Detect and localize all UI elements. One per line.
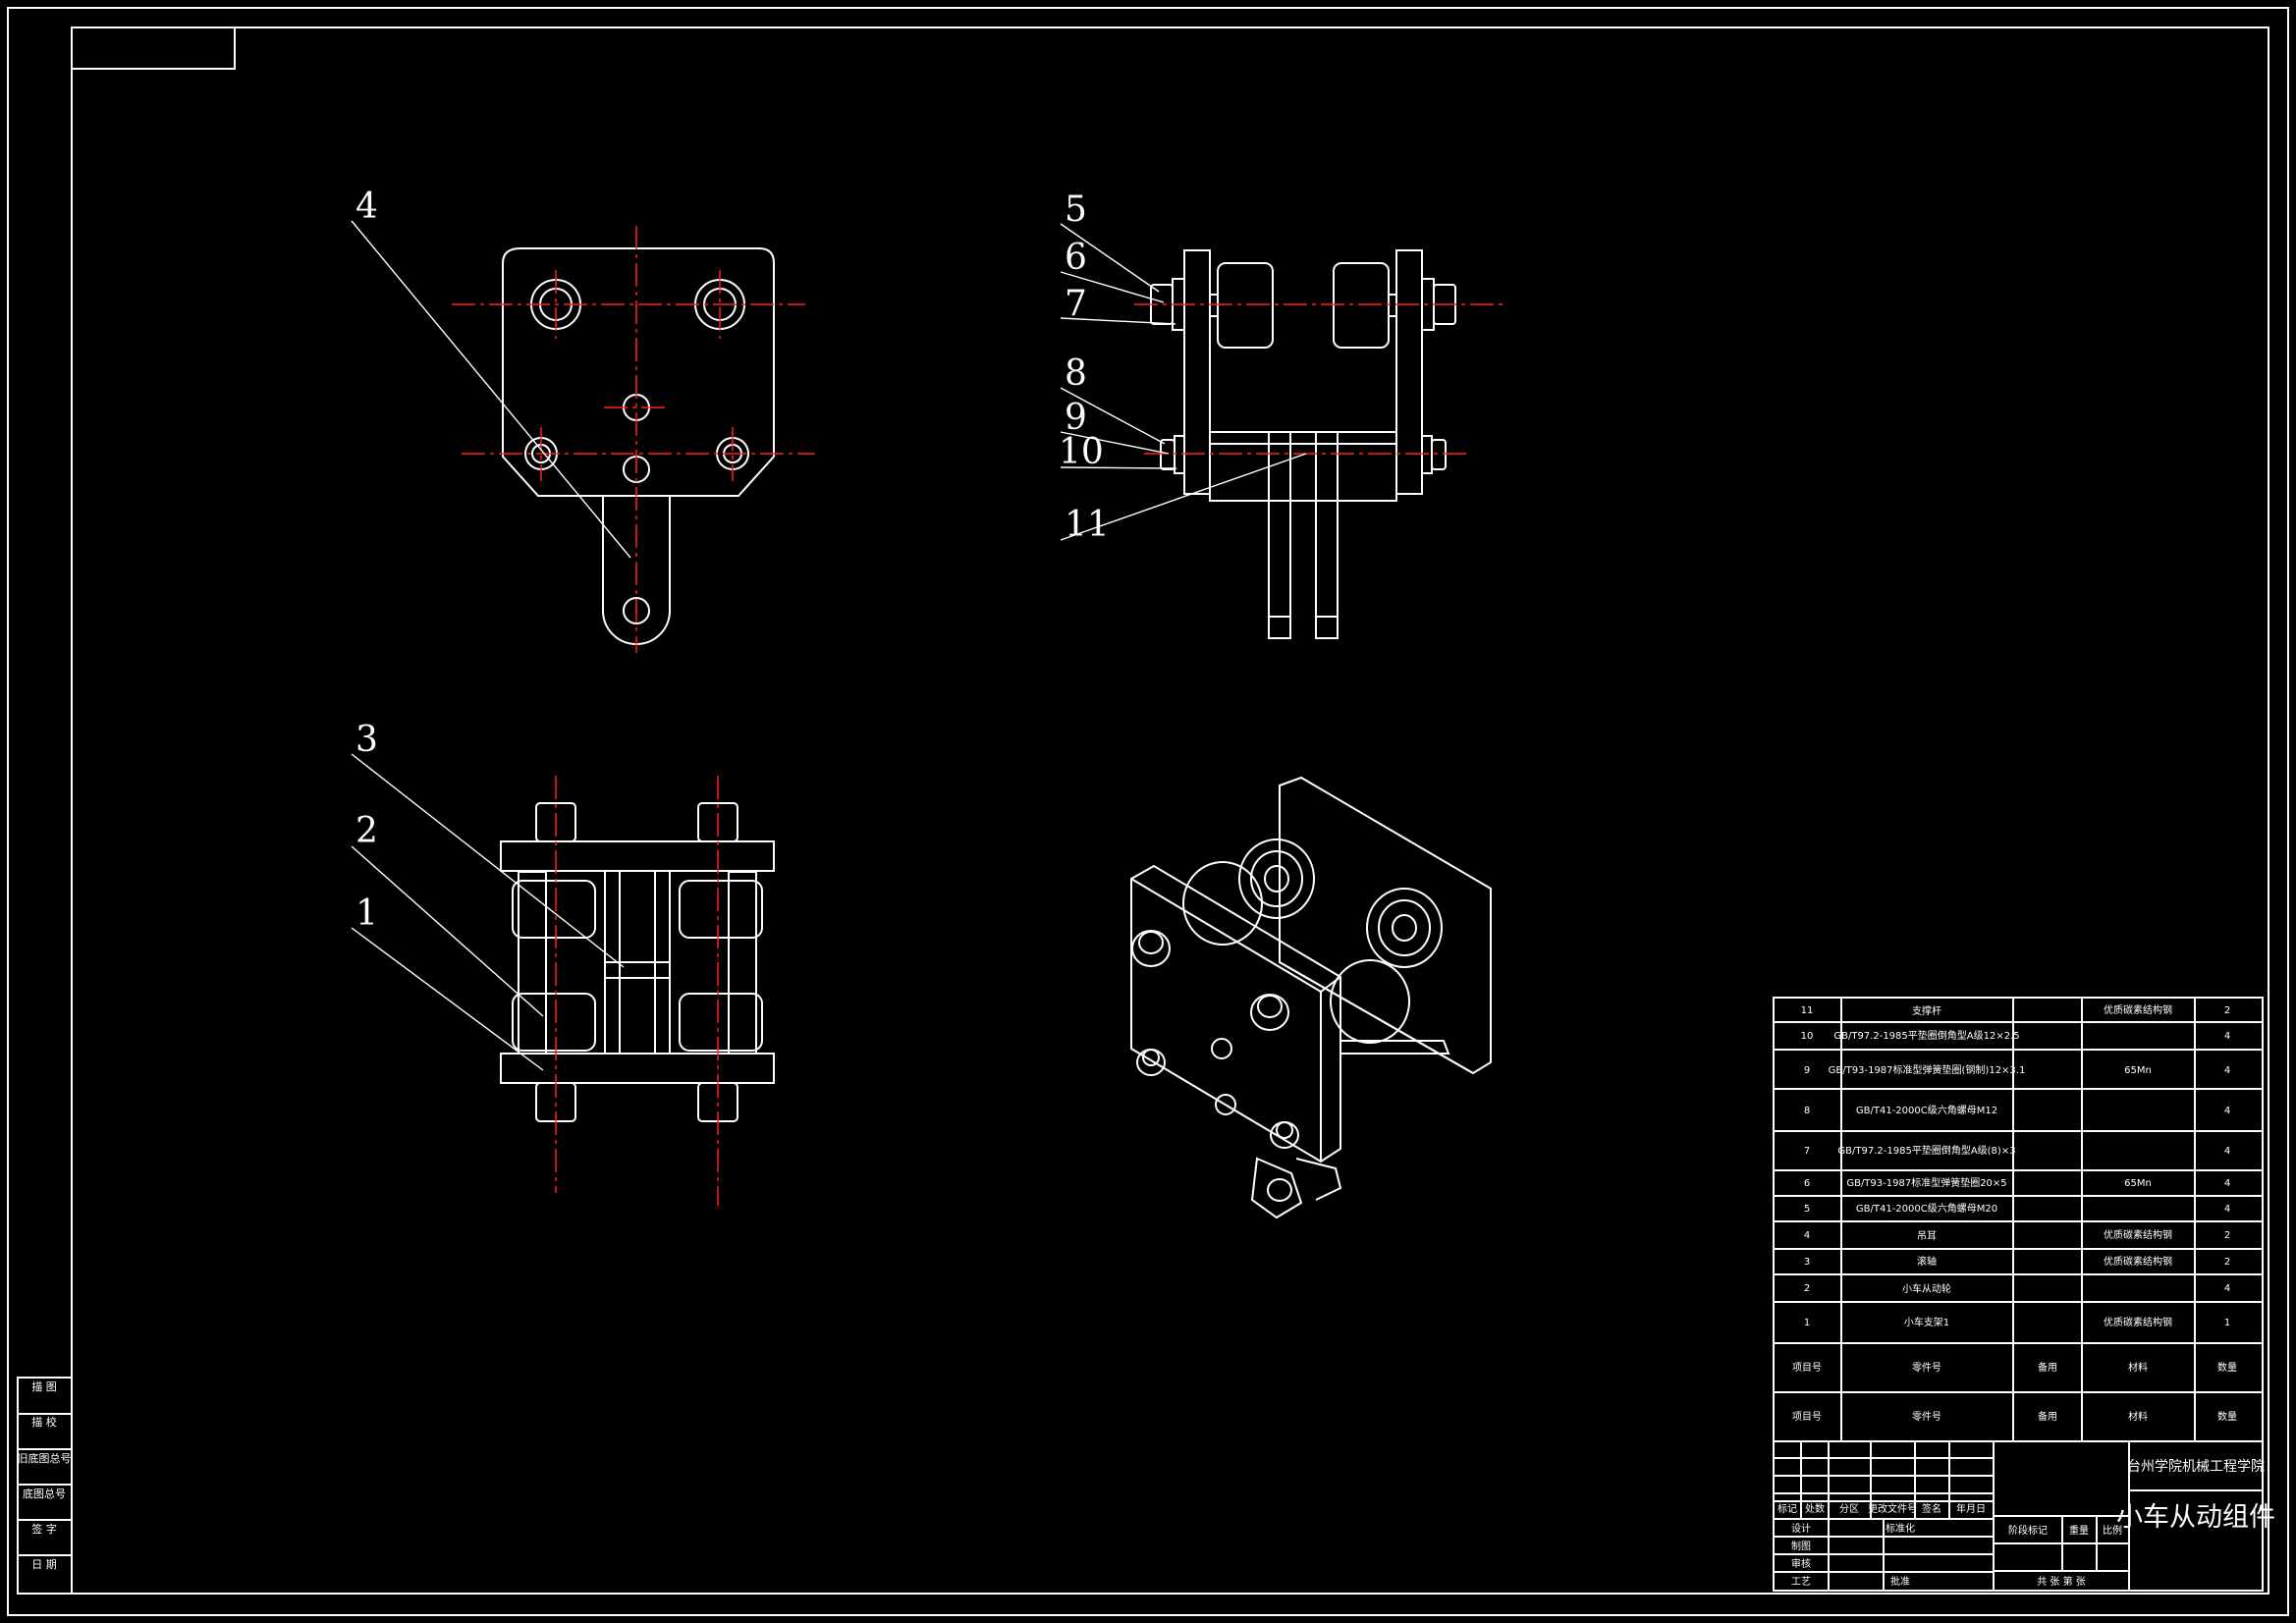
title-block: 标记 处数 分区 更改文件号 签名 年月日 设计 制图 审核 工艺 标准化 批准… <box>1773 1440 2275 1592</box>
role-label: 工艺 <box>1791 1576 1811 1588</box>
callout-11: 11 <box>1065 505 1110 545</box>
bom-no: 2 <box>1804 1283 1810 1294</box>
bom-name: GB/T93-1987标准型弹簧垫圈(钢制)12×3.1 <box>1829 1063 2026 1076</box>
callout-leaders <box>351 220 1307 1071</box>
bom-header-qty: 数量 <box>2217 1361 2237 1374</box>
stamp-label: 描 校 <box>31 1415 57 1429</box>
bom-name: 小车支架1 <box>1904 1316 1949 1328</box>
bom-header-no: 项目号 <box>1792 1411 1822 1423</box>
bom-qty: 1 <box>2224 1318 2230 1328</box>
side-stamp: 描 图 描 校 旧底图总号 底图总号 签 字 日 期 <box>17 1377 73 1595</box>
bom-material: 65Mn <box>2124 1065 2152 1076</box>
bom-no: 7 <box>1804 1146 1810 1157</box>
bom-header-note: 备用 <box>2038 1410 2057 1423</box>
stage-label: 重量 <box>2069 1524 2089 1537</box>
stamp-label: 底图总号 <box>23 1487 66 1500</box>
bom-qty: 4 <box>2224 1283 2230 1294</box>
bom-qty: 4 <box>2224 1065 2230 1076</box>
callout-8: 8 <box>1065 353 1087 394</box>
stamp-label: 旧底图总号 <box>18 1451 72 1465</box>
bom-name: GB/T41-2000C级六角螺母M12 <box>1856 1105 1997 1116</box>
revision-label: 年月日 <box>1956 1502 1986 1515</box>
bom-material: 优质碳素结构钢 <box>2104 1316 2172 1328</box>
role-label: 批准 <box>1890 1575 1910 1588</box>
bom-no: 9 <box>1804 1065 1810 1076</box>
revision-label: 标记 <box>1777 1503 1797 1515</box>
bom-header-note: 备用 <box>2038 1361 2057 1374</box>
bom-name: GB/T97.2-1985平垫圈倒角型A级12×2.5 <box>1833 1029 2019 1042</box>
bom-no: 10 <box>1801 1031 1814 1042</box>
stamp-label: 日 期 <box>31 1558 57 1571</box>
callout-3: 3 <box>355 720 378 760</box>
bom-no: 1 <box>1804 1318 1810 1328</box>
bom-qty: 2 <box>2224 1257 2230 1268</box>
bom-header-material: 材料 <box>2128 1410 2148 1423</box>
stamp-label: 签 字 <box>31 1522 57 1536</box>
role-label: 制图 <box>1791 1540 1811 1552</box>
bom-material: 优质碳素结构钢 <box>2104 1255 2172 1268</box>
bom-no: 6 <box>1804 1178 1810 1189</box>
bom-material: 65Mn <box>2124 1178 2152 1189</box>
callout-10: 10 <box>1059 432 1104 472</box>
role-label: 设计 <box>1791 1522 1811 1535</box>
role-label: 审核 <box>1791 1557 1811 1570</box>
bom-qty: 4 <box>2224 1204 2230 1215</box>
drawing-frame <box>7 7 2289 1616</box>
bom-header-name: 零件号 <box>1912 1362 1941 1374</box>
stage-label: 比例 <box>2103 1524 2122 1537</box>
bom-no: 11 <box>1801 1005 1814 1016</box>
bom-header-qty: 数量 <box>2217 1410 2237 1423</box>
callout-4: 4 <box>355 187 378 227</box>
bill-of-materials: 11 支撑杆 优质碳素结构钢 2 10 GB/T97.2-1985平垫圈倒角型A… <box>1773 997 2264 1442</box>
callout-6: 6 <box>1065 238 1087 278</box>
bom-no: 3 <box>1804 1257 1810 1268</box>
bom-name: GB/T41-2000C级六角螺母M20 <box>1856 1203 1997 1215</box>
bom-name: 滚轴 <box>1917 1255 1937 1268</box>
top-view <box>500 776 775 1206</box>
school-name: 台州学院机械工程学院 <box>2127 1459 2265 1475</box>
revision-label: 处数 <box>1805 1502 1825 1515</box>
isometric-view <box>1130 776 1492 1219</box>
bom-qty: 4 <box>2224 1178 2230 1189</box>
revision-label: 签名 <box>1922 1502 1941 1515</box>
bom-name: 小车从动轮 <box>1902 1282 1951 1295</box>
bom-qty: 4 <box>2224 1106 2230 1116</box>
bom-qty: 2 <box>2224 1005 2230 1016</box>
callout-1: 1 <box>355 893 378 934</box>
front-view <box>452 226 815 653</box>
callout-5: 5 <box>1065 189 1087 230</box>
bom-qty: 2 <box>2224 1230 2230 1241</box>
bom-no: 4 <box>1804 1230 1810 1241</box>
stamp-label: 描 图 <box>31 1380 57 1393</box>
callout-9: 9 <box>1065 398 1087 438</box>
bom-material: 优质碳素结构钢 <box>2104 1228 2172 1241</box>
stage-label: 阶段标记 <box>2008 1524 2048 1537</box>
bom-qty: 4 <box>2224 1146 2230 1157</box>
bom-name: 支撑杆 <box>1912 1004 1941 1017</box>
bom-header-name: 零件号 <box>1912 1411 1941 1423</box>
side-view <box>1134 249 1503 639</box>
role-label: 标准化 <box>1886 1522 1915 1535</box>
bom-header-no: 项目号 <box>1792 1362 1822 1374</box>
bom-no: 8 <box>1804 1106 1810 1116</box>
revision-label: 更改文件号 <box>1868 1502 1917 1515</box>
callout-numbers: 4 3 2 1 5 6 7 8 9 10 11 <box>355 187 1110 934</box>
drawing-title: 小车从动组件 <box>2116 1502 2275 1533</box>
bom-name: GB/T97.2-1985平垫圈倒角型A级(8)×3 <box>1837 1144 2015 1157</box>
callout-7: 7 <box>1065 284 1087 324</box>
bom-material: 优质碳素结构钢 <box>2104 1003 2172 1016</box>
sheet-label: 共 张 第 张 <box>2037 1575 2086 1588</box>
bom-name: GB/T93-1987标准型弹簧垫圈20×5 <box>1846 1176 2006 1189</box>
bom-header-material: 材料 <box>2128 1361 2148 1374</box>
bom-name: 吊耳 <box>1917 1230 1937 1242</box>
revision-label: 分区 <box>1839 1503 1859 1515</box>
callout-2: 2 <box>355 811 378 851</box>
bom-no: 5 <box>1804 1204 1810 1215</box>
bom-qty: 4 <box>2224 1031 2230 1042</box>
